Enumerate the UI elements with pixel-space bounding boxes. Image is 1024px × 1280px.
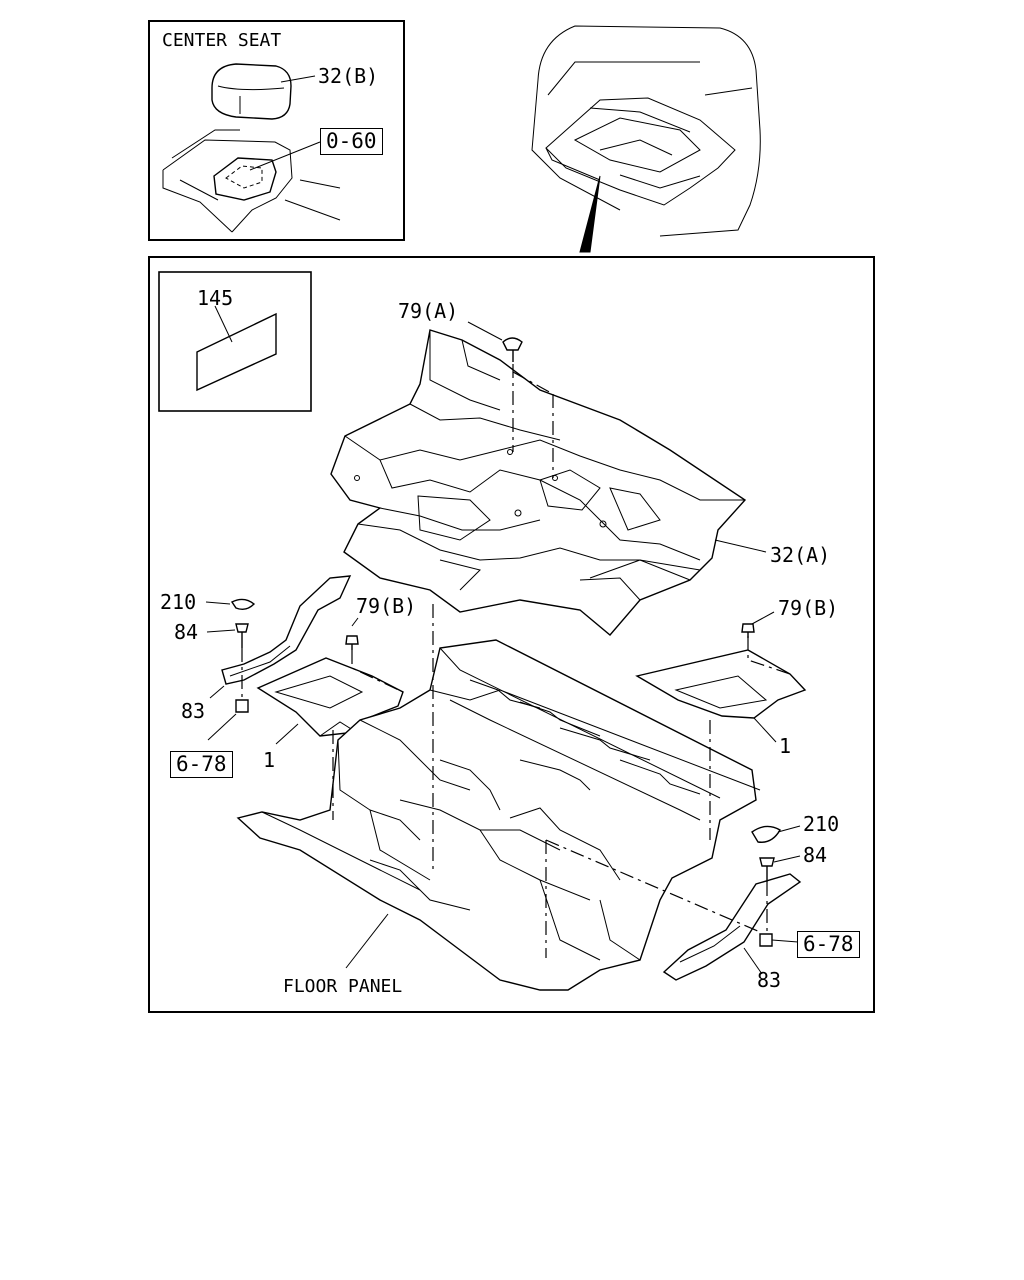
clip-b-right-part: [741, 611, 775, 638]
seat-cushion-sketch: [162, 129, 341, 233]
clip-a-part: [467, 321, 554, 478]
label-32b: 32(B): [318, 64, 379, 88]
label-84-left: 84: [174, 620, 199, 644]
left-pad-part: [256, 650, 404, 737]
inset-title: CENTER SEAT: [162, 30, 282, 51]
label-84-right: 84: [803, 843, 828, 867]
clip-b-left-part: [345, 617, 359, 650]
label-79b-left: 79(B): [356, 594, 417, 618]
floor-panel-part: [236, 639, 761, 991]
label-210-left: 210: [160, 590, 197, 614]
ref-box-6-78-left: 6-78: [170, 751, 233, 778]
floor-mat-part: [330, 329, 747, 636]
center-seat-inset: [148, 20, 405, 241]
ref-box-0-60: 0-60: [320, 128, 383, 155]
label-1-left: 1: [263, 748, 276, 772]
label-79b-right: 79(B): [778, 596, 839, 620]
label-83-right: 83: [757, 968, 782, 992]
caution-label-inset: [158, 271, 312, 412]
ref-box-6-78-right: 6-78: [797, 931, 860, 958]
main-diagram-frame: [148, 256, 875, 1013]
label-210-right: 210: [803, 812, 840, 836]
label-145: 145: [197, 286, 234, 310]
armrest-pad-part: [211, 63, 292, 120]
right-bracket-part: [662, 825, 802, 981]
label-32a: 32(A): [770, 543, 831, 567]
label-1-right: 1: [779, 734, 792, 758]
cab-outline: [531, 25, 761, 253]
leader-lines: [275, 539, 777, 745]
label-floor-panel: FLOOR PANEL: [283, 976, 403, 997]
left-bracket-part: [205, 575, 352, 741]
label-83-left: 83: [181, 699, 206, 723]
right-pad-part: [635, 636, 807, 719]
label-79a: 79(A): [398, 299, 459, 323]
alignment-lines: [332, 604, 768, 958]
